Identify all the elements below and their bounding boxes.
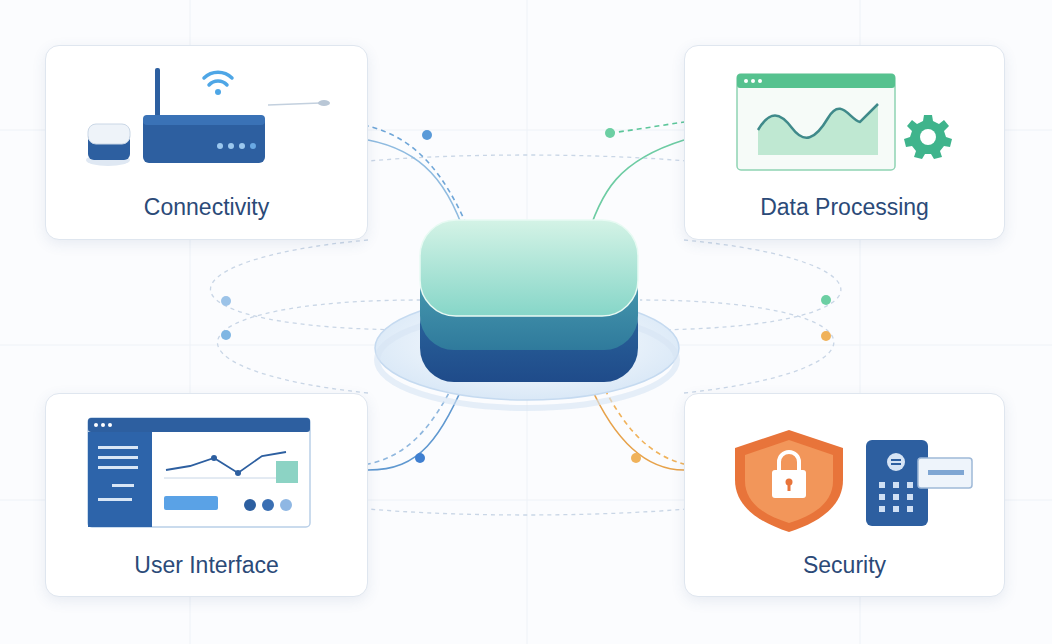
security-illustration [735,430,972,532]
card-label: Security [685,552,1004,579]
central-hub [375,220,679,408]
feature-card: Security [684,393,1005,597]
card-label: User Interface [46,552,367,579]
dashboard-illustration [88,418,310,527]
feature-card: User Interface [45,393,368,597]
router-illustration [86,68,330,166]
card-label: Connectivity [46,194,367,221]
analytics-illustration [737,74,952,170]
feature-card: Connectivity [45,45,368,240]
feature-card: Data Processing [684,45,1005,240]
card-label: Data Processing [685,194,1004,221]
